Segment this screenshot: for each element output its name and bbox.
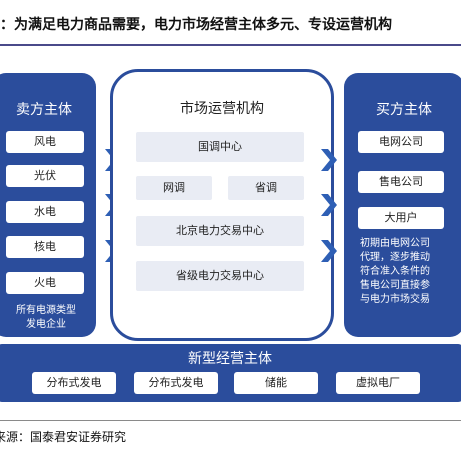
seller-item-wind: 风电: [6, 131, 84, 153]
new-entities-panel: 新型经营主体 分布式发电 分布式发电 储能 虚拟电厂: [0, 344, 461, 402]
right-arrows: [321, 149, 337, 262]
seller-item-solar: 光伏: [6, 165, 84, 187]
buyer-panel-title: 买方主体: [376, 102, 432, 118]
new-entity-distributed-gen-2: 分布式发电: [134, 372, 218, 394]
operator-panel: 市场运营机构 国调中心 网调 省调 北京电力交易中心 省级电力交易中心: [110, 69, 334, 341]
province-dispatch: 省调: [228, 176, 304, 200]
seller-item-nuclear: 核电: [6, 236, 84, 258]
arrow-right-icon: [321, 240, 337, 262]
buyer-note: 初期由电网公司 代理，逐步推动 符合准入条件的 售电公司直接参 与电力市场交易: [348, 237, 456, 307]
title-divider: [0, 44, 461, 46]
figure-title: ：为满足电力商品需要，电力市场经营主体多元、专设运营机构: [0, 17, 392, 33]
arrow-right-icon: [321, 194, 337, 216]
new-entities-title: 新型经营主体: [188, 351, 272, 367]
grid-dispatch: 网调: [136, 176, 212, 200]
seller-panel-title: 卖方主体: [16, 102, 72, 118]
seller-panel: 卖方主体 风电 光伏 水电 核电 火电 所有电源类型 发电企业: [0, 73, 96, 337]
beijing-exchange-center: 北京电力交易中心: [136, 216, 304, 246]
buyer-note-line: 与电力市场交易: [360, 294, 430, 305]
seller-item-thermal: 火电: [6, 272, 84, 294]
seller-note-line: 发电企业: [26, 319, 66, 330]
new-entity-virtual-plant: 虚拟电厂: [336, 372, 420, 394]
source-divider: [0, 420, 461, 421]
new-entity-distributed-gen-1: 分布式发电: [32, 372, 116, 394]
buyer-item-grid-company: 电网公司: [358, 131, 444, 153]
seller-note-line: 所有电源类型: [16, 305, 76, 316]
buyer-panel: 买方主体 电网公司 售电公司 大用户 初期由电网公司 代理，逐步推动 符合准入条…: [344, 73, 461, 337]
arrow-right-icon: [321, 149, 337, 171]
buyer-note-line: 售电公司直接参: [360, 280, 430, 291]
seller-item-hydro: 水电: [6, 201, 84, 223]
province-exchange-center: 省级电力交易中心: [136, 261, 304, 291]
seller-note: 所有电源类型 发电企业: [0, 304, 96, 332]
buyer-item-retail-company: 售电公司: [358, 171, 444, 193]
buyer-item-large-user: 大用户: [358, 207, 444, 229]
operator-panel-title: 市场运营机构: [180, 101, 264, 117]
new-entity-storage: 储能: [234, 372, 318, 394]
buyer-note-line: 符合准入条件的: [360, 266, 430, 277]
buyer-note-line: 代理，逐步推动: [360, 252, 430, 263]
source-note: 来源：国泰君安证券研究: [0, 430, 127, 444]
national-dispatch-center: 国调中心: [136, 132, 304, 162]
buyer-note-line: 初期由电网公司: [360, 238, 430, 249]
